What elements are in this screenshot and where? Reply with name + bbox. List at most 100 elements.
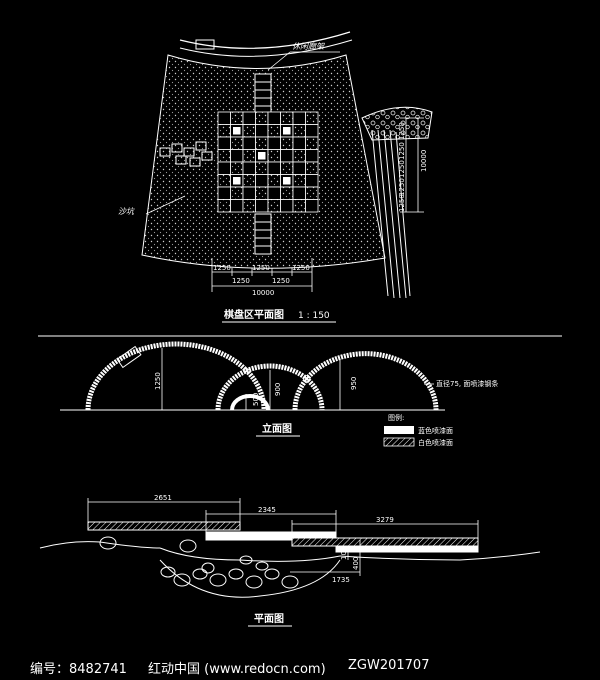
chessboard-cell [267,199,281,213]
legend-swatch-blue [384,426,414,434]
dim-bottom-5: 1250 [292,264,310,272]
watermark-footer: 编号：8482741 红动中国 (www.redocn.com) ZGW2017… [0,650,600,680]
steel-note: 直径75, 面喷漆钢条 [436,379,498,388]
plan-scale: 1 : 150 [298,311,330,321]
gravel-bed [361,106,433,141]
chessboard-cell [305,136,319,150]
chessboard-cell [267,124,281,138]
section-dim-f: 100 [340,547,348,560]
dim-bottom-1: 1250 [213,264,231,272]
legend-swatch-white [383,437,415,447]
chessboard-cell [255,124,269,138]
chessboard-grid [217,111,319,213]
chessboard-cell [217,124,231,138]
elev-height-mid: 900 [274,383,282,396]
chessboard-marker [233,177,241,185]
chessboard-cell [280,199,294,213]
footer-site: 红动中国 (www.redocn.com) [148,662,326,677]
chessboard-cell [305,186,319,200]
chessboard-cell [280,111,294,125]
dim-bottom-total: 10000 [252,289,274,297]
chessboard-cell [230,186,244,200]
legend-item-white: 白色喷漆面 [418,438,453,447]
dim-right-4: 1250 [398,178,406,196]
chessboard-cell [280,186,294,200]
section-dim-c: 3279 [376,516,394,524]
plan-view: 休闲廊架 沙坑 1250 1250 1250 1250 1250 10000 1… [118,31,433,323]
chessboard-cell [255,174,269,188]
chessboard-cell [305,111,319,125]
chessboard-cell [242,149,256,163]
chessboard-cell [255,136,269,150]
chessboard-cell [255,161,269,175]
chessboard-cell [267,111,281,125]
chessboard-cell [255,186,269,200]
chessboard-cell [292,136,306,150]
chessboard-cell [267,161,281,175]
chessboard-cell [255,199,269,213]
section-dim-b: 2345 [258,506,276,514]
chessboard-cell [230,149,244,163]
chessboard-marker [283,127,291,135]
chessboard-cell [242,186,256,200]
chessboard-cell [305,161,319,175]
chessboard-cell [230,161,244,175]
brick-strip [254,73,272,255]
chessboard-cell [292,161,306,175]
chessboard-marker [283,177,291,185]
slab-middle [205,531,337,541]
chessboard-cell [242,199,256,213]
chessboard-cell [217,136,231,150]
chessboard-cell [292,149,306,163]
chessboard-cell [255,111,269,125]
curved-walkway [179,31,351,49]
bottom-dimension [211,258,313,292]
basin [159,559,341,598]
chessboard-cell [242,174,256,188]
arch-large-left [85,341,267,411]
chessboard-cell [242,124,256,138]
chessboard-cell [242,161,256,175]
chessboard-cell [217,111,231,125]
boulders [99,536,299,589]
chessboard-cell [280,136,294,150]
chessboard-cell [292,186,306,200]
elevation-title: 立面图 [262,422,292,435]
dim-right-1: 1250 [398,122,406,140]
section-view [39,498,541,598]
terrain-line-right [339,551,541,561]
sand-label: 沙坑 [118,207,135,216]
dim-bottom-2: 1250 [232,277,250,285]
slab-lower [335,545,479,553]
legend: 图例: 蓝色喷漆面 白色喷漆面 [383,413,453,447]
section-dim-e: 400 [352,557,360,570]
stepping-stones-left [159,141,213,167]
chessboard-marker [233,127,241,135]
section-dim-d: 1735 [332,576,350,584]
chessboard-cell [267,186,281,200]
chessboard-cell [292,199,306,213]
right-dimension [400,117,424,213]
chessboard-cell [267,174,281,188]
chessboard-cell [242,136,256,150]
pergola-stripes [371,129,411,299]
elev-height-right: 950 [350,377,358,390]
chessboard-cell [217,149,231,163]
legend-title: 图例: [388,413,404,422]
chessboard-cell [305,124,319,138]
section-title: 平面图 [254,613,284,625]
chessboard-cell [217,174,231,188]
chessboard-cell [242,111,256,125]
chessboard-cell [267,136,281,150]
dim-bottom-4: 1250 [272,277,290,285]
chessboard-cell [305,199,319,213]
slab-right [291,537,479,547]
chessboard-cell [230,199,244,213]
chessboard-cell [292,174,306,188]
chessboard-cell [280,161,294,175]
chessboard-cell [217,199,231,213]
dim-right-3: 1250 [398,160,406,178]
footer-code: ZGW201707 [348,658,430,673]
legend-item-blue: 蓝色喷漆面 [418,426,453,435]
chessboard-cell [292,124,306,138]
